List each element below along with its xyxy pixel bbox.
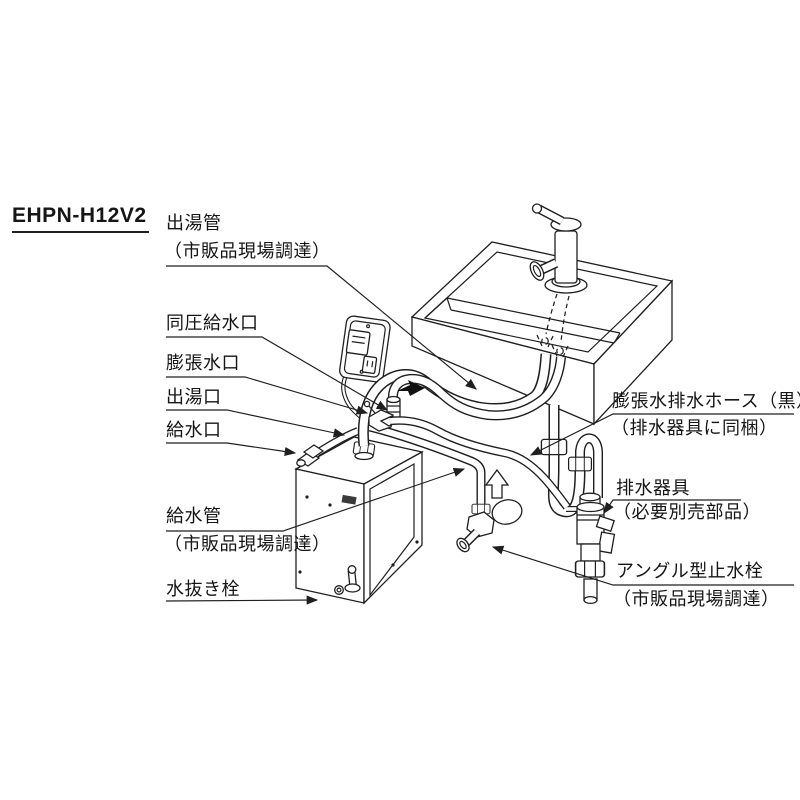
label-drain-fixture-note: （必要別売部品）: [613, 502, 761, 522]
label-supply-pipe: 給水管: [166, 506, 222, 526]
label-hot-outlet: 出湯口: [166, 387, 222, 407]
angle-stop-valve: [456, 499, 523, 553]
wall-outlet: [339, 315, 391, 420]
flow-arrow-up: [484, 468, 510, 499]
label-same-pressure-port: 同圧給水口: [166, 313, 259, 333]
faucet-hoses: [352, 353, 566, 461]
leader-lines: [165, 265, 794, 605]
quick-connector: [551, 344, 569, 358]
label-expansion-hose-note: （排水器具に同梱）: [611, 418, 778, 438]
brand-label: [341, 494, 357, 505]
power-plug-icon: [345, 329, 371, 356]
drain-fixture: [566, 492, 616, 605]
faucet-lever: [531, 203, 565, 225]
drain-plug: [334, 565, 361, 595]
label-supply-pipe-note: （市販品現場調達）: [164, 534, 331, 554]
water-heater-unit: [294, 436, 424, 605]
water-inlet-elbow: [296, 444, 325, 467]
label-hot-water-pipe-note: （市販品現場調達）: [164, 241, 331, 261]
single-lever-faucet: [529, 203, 588, 294]
label-expansion-port: 膨張水口: [166, 353, 240, 373]
wash-basin: [410, 241, 674, 426]
label-supply-port: 給水口: [166, 420, 222, 440]
label-expansion-hose: 膨張水排水ホース（黒）: [612, 391, 800, 411]
label-angle-valve-note: （市販品現場調達）: [613, 589, 780, 609]
label-drain-fixture: 排水器具: [616, 478, 690, 498]
label-drain-plug: 水抜き栓: [166, 579, 240, 599]
label-angle-valve: アングル型止水栓: [616, 561, 764, 581]
expansion-drain-hose: [389, 416, 571, 510]
quick-connector: [536, 334, 554, 348]
page-title: EHPN-H12V2: [12, 204, 149, 233]
label-hot-water-pipe: 出湯管: [166, 213, 222, 233]
hidden-supply-lines: [536, 293, 570, 358]
flow-arrow-right: [397, 380, 425, 396]
